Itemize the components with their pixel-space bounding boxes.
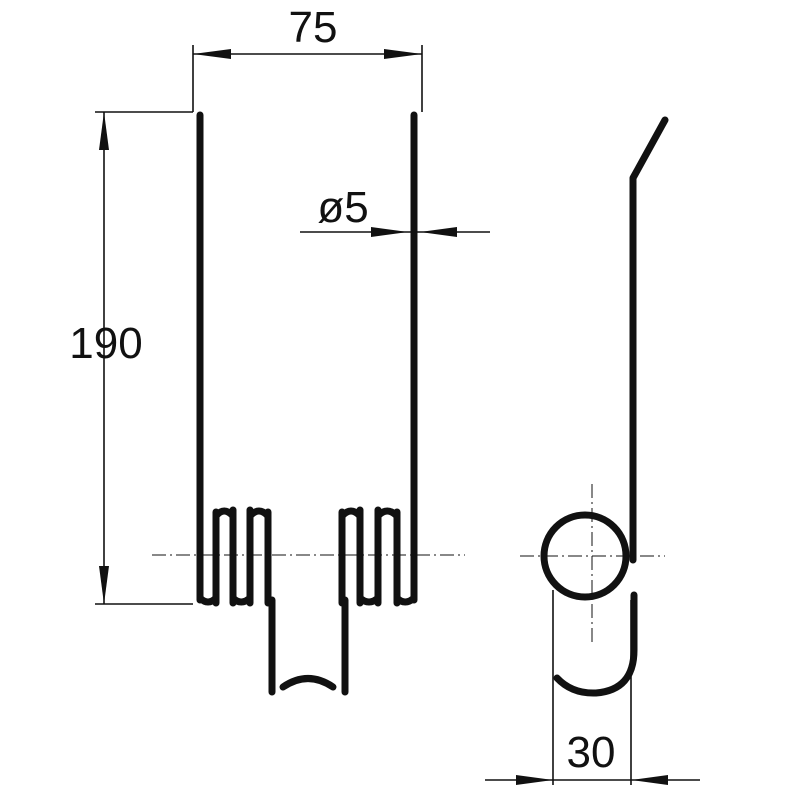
mounting-loop [268, 596, 349, 696]
width-dimension-label: 75 [289, 3, 338, 52]
front-view [152, 111, 465, 696]
width-dimension: 75 [192, 3, 423, 112]
offset-dimension: 30 [485, 590, 700, 785]
height-dimension: 190 [69, 111, 193, 605]
offset-dimension-label: 30 [567, 728, 616, 777]
right-coil [338, 506, 418, 607]
wire-diameter-dimension: ø5 [300, 183, 490, 237]
side-loop [553, 591, 638, 697]
wire-diameter-label: ø5 [317, 183, 368, 232]
left-coil [196, 506, 272, 607]
side-view [520, 116, 669, 697]
height-dimension-label: 190 [69, 319, 142, 368]
side-tine [629, 116, 669, 564]
